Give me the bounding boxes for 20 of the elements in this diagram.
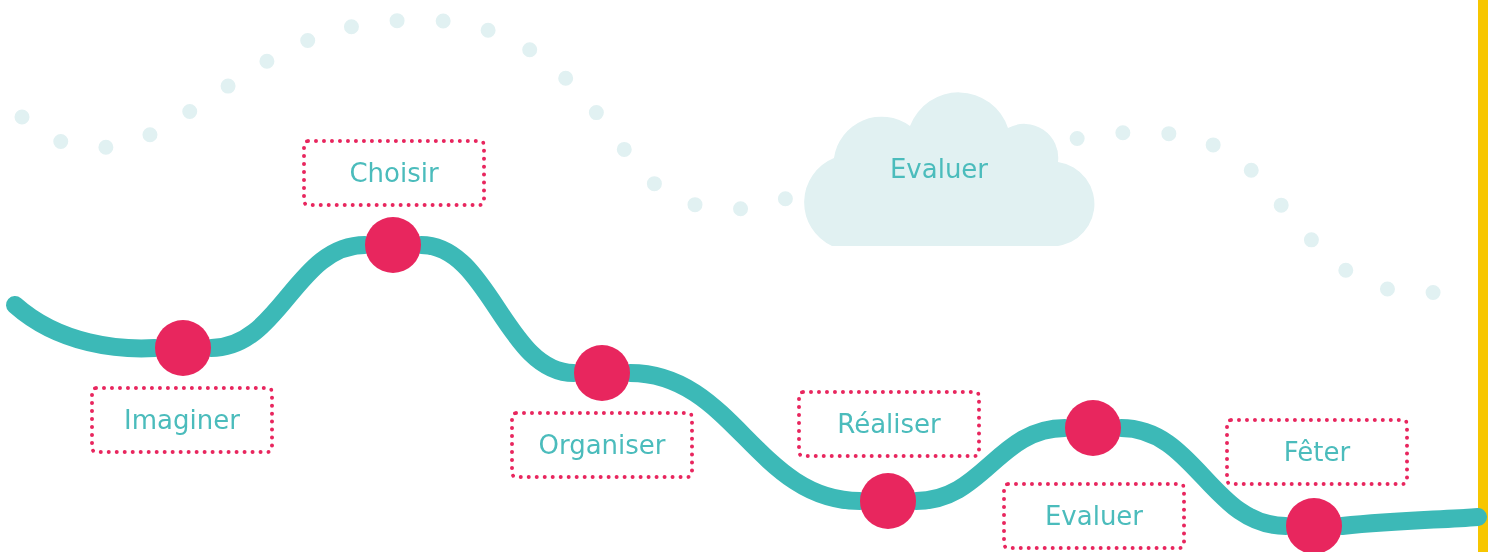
dotted-label-box — [510, 411, 694, 479]
step-label: Fêter — [1283, 437, 1351, 467]
step-label: Organiser — [538, 430, 666, 460]
milestone-dot — [574, 345, 630, 401]
step-label: Evaluer — [889, 154, 989, 184]
step-label: Réaliser — [837, 409, 941, 439]
dotted-label-box — [90, 386, 274, 454]
dotted-label-box — [1225, 418, 1409, 486]
milestone-dot — [155, 320, 211, 376]
step-label: Choisir — [349, 158, 439, 188]
dotted-label-box — [1002, 482, 1186, 550]
milestone-dot — [860, 473, 916, 529]
step-label: Imaginer — [124, 405, 240, 435]
milestone-dot — [1286, 498, 1342, 552]
dotted-label-box — [797, 390, 981, 458]
step-label: Evaluer — [1044, 501, 1144, 531]
dotted-path — [14, 12, 794, 217]
milestone-dot — [365, 217, 421, 273]
dotted-label-box — [302, 139, 486, 207]
milestone-dot — [1065, 400, 1121, 456]
